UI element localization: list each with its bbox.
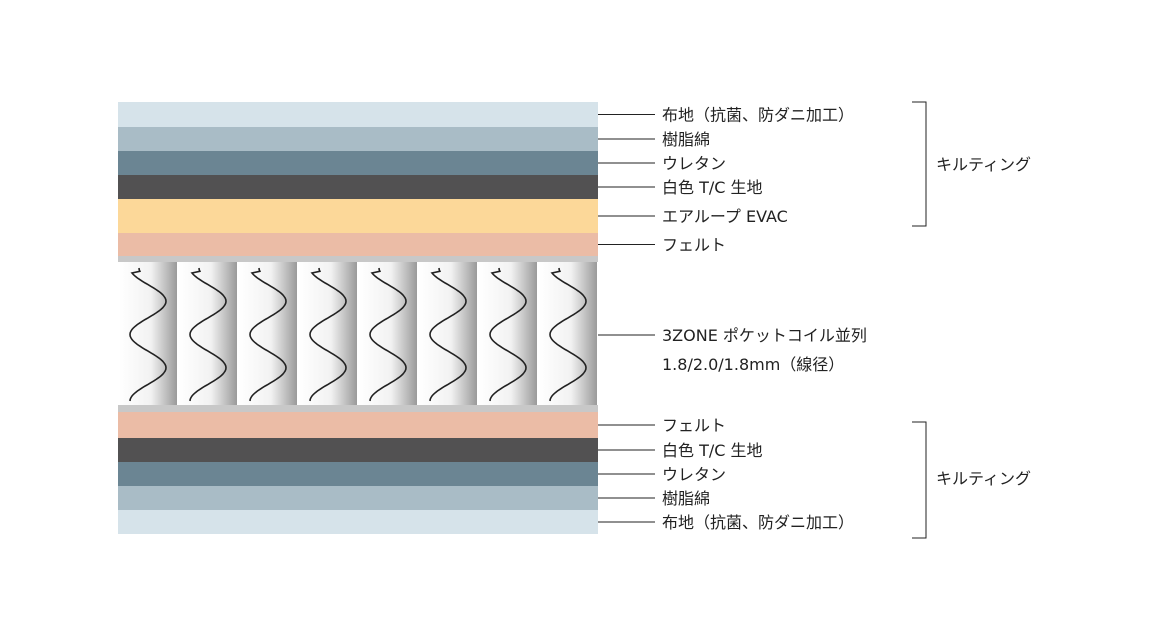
coil-cell [299,262,357,405]
bottom-layer-felt [118,412,598,438]
bottom-layer-fabric [118,510,598,534]
top-layer-fabric [118,102,598,127]
bottom-group-label: キルティング [936,469,1031,488]
top-layer-label: 白色 T/C 生地 [662,178,763,197]
bottom-layer-label: ウレタン [662,465,726,484]
top-group-label: キルティング [936,155,1031,174]
top-layer-airloop [118,199,598,233]
coil-spring-wire [369,267,407,402]
bottom-quilting-bracket: キルティング [912,421,1031,539]
top-layer-resin_cotton [118,127,598,151]
coil-spring-wire [189,267,227,402]
coil-spring-wire [489,267,527,402]
coil-label-line2: 1.8/2.0/1.8mm（線径） [662,355,844,374]
coil-cell [479,262,537,405]
top-quilting-bracket: キルティング [912,101,1031,227]
bottom-layer-resin_cotton [118,486,598,510]
coil-cell [419,262,477,405]
top-layer-tc_white [118,175,598,199]
coil-spring-wire [549,267,587,402]
bottom-layer-urethane [118,462,598,486]
top-bracket-line [912,101,927,227]
coil-cell [239,262,297,405]
coil-spring-wire [129,267,167,402]
coil-cell [119,262,177,405]
bottom-layer-label: 白色 T/C 生地 [662,441,763,460]
coil-spring-wire [429,267,467,402]
bottom-bracket-line [912,421,927,539]
coil-spring-wire [249,267,287,402]
bottom-layer-label: フェルト [662,416,726,435]
coil-spring-wire [309,267,347,402]
coil-cells [119,262,597,405]
coil-callout: 3ZONE ポケットコイル並列 1.8/2.0/1.8mm（線径） [598,326,867,374]
top-layer-felt [118,233,598,256]
bottom-layer-label: 樹脂綿 [662,489,710,508]
top-layer-label: エアループ EVAC [662,207,788,226]
top-layer-label: フェルト [662,236,726,255]
bottom-layer-tc_white [118,438,598,462]
bottom-layer-label: 布地（抗菌、防ダニ加工） [662,513,854,532]
top-layer-urethane [118,151,598,175]
top-layer-label: 布地（抗菌、防ダニ加工） [662,106,854,125]
coil-cell [179,262,237,405]
coil-top-band [118,256,598,262]
top-layer-label: ウレタン [662,154,726,173]
coil-bottom-band [118,405,598,412]
top-layer-label: 樹脂綿 [662,130,710,149]
coil-cell [359,262,417,405]
coil-label-line1: 3ZONE ポケットコイル並列 [662,326,867,345]
coil-cell [539,262,597,405]
pocket-coil-section [118,256,598,412]
